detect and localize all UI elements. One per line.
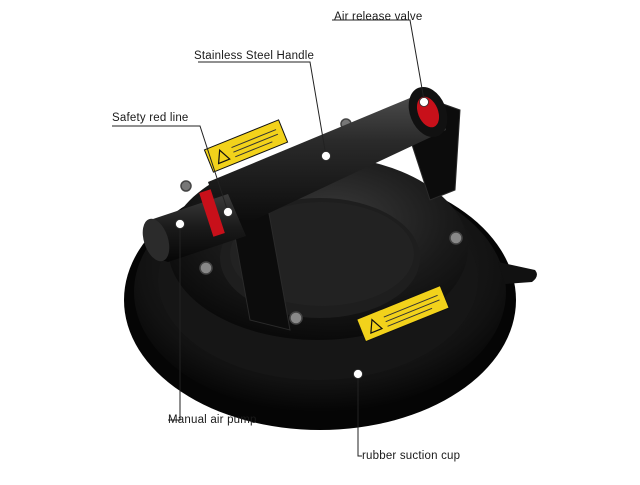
manual-air-pump <box>142 189 246 262</box>
callout-dots <box>175 97 429 379</box>
warning-sticker-bottom <box>356 284 450 343</box>
safety-red-line <box>199 189 225 237</box>
label-air-release-valve: Air release valve <box>334 11 423 23</box>
warning-sticker-top <box>203 119 289 173</box>
leader-safety-line <box>112 125 229 213</box>
leader-manual-pump <box>168 224 181 421</box>
label-stainless-steel-handle: Stainless Steel Handle <box>194 50 315 62</box>
leader-suction-cup <box>357 374 362 457</box>
warning-triangle-icon <box>370 318 384 334</box>
label-manual-air-pump: Manual air pump <box>168 414 257 426</box>
leader-handle <box>198 61 327 157</box>
leader-air-release-valve <box>332 19 425 101</box>
warning-triangle-icon <box>217 148 231 165</box>
leader-lines <box>112 19 425 457</box>
label-rubber-suction-cup: rubber suction cup <box>362 450 461 462</box>
label-safety-red-line: Safety red line <box>112 112 189 124</box>
